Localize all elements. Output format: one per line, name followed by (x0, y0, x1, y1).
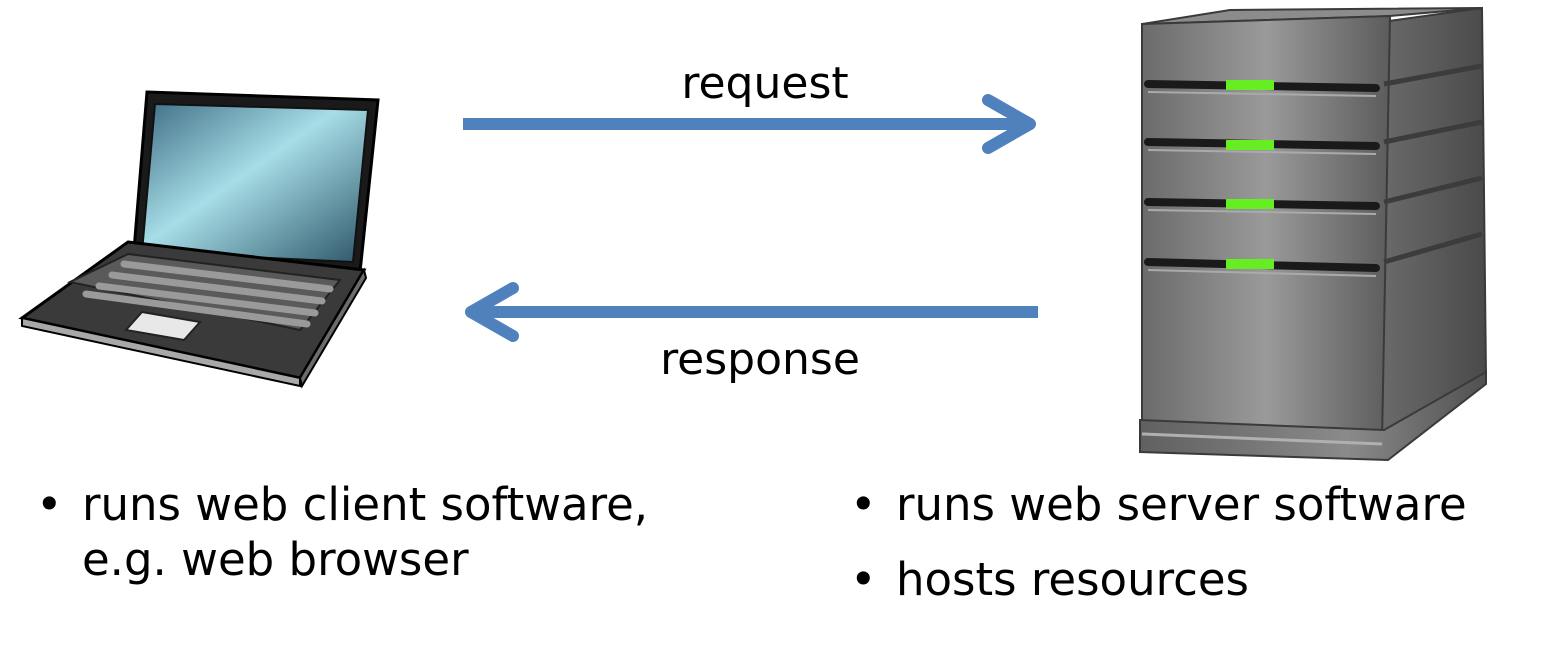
list-item: • hosts resources (832, 553, 1568, 608)
bullet-icon: • (850, 552, 877, 606)
server-bullet-text: hosts resources (896, 552, 1249, 606)
bullet-icon: • (36, 478, 63, 531)
server-led-3 (1226, 199, 1274, 209)
list-item: • runs web server software (832, 478, 1568, 533)
response-arrow (465, 282, 1038, 342)
laptop-icon (18, 90, 380, 389)
bullet-icon: • (850, 478, 877, 531)
list-item: • runs web client software, e.g. web bro… (18, 478, 738, 588)
request-arrow (463, 94, 1036, 154)
server-led-1 (1226, 80, 1274, 90)
server-led-2 (1226, 140, 1274, 150)
request-label: request (681, 58, 849, 109)
server-bullet-text: runs web server software (896, 478, 1467, 531)
server-bullet-list: • runs web server software • hosts resou… (832, 478, 1568, 628)
server-icon (1139, 6, 1488, 462)
client-bullet-list: • runs web client software, e.g. web bro… (18, 478, 738, 608)
server-led-4 (1226, 259, 1274, 269)
client-bullet-text: runs web client software, e.g. web brows… (82, 478, 649, 586)
response-label: response (660, 334, 860, 385)
